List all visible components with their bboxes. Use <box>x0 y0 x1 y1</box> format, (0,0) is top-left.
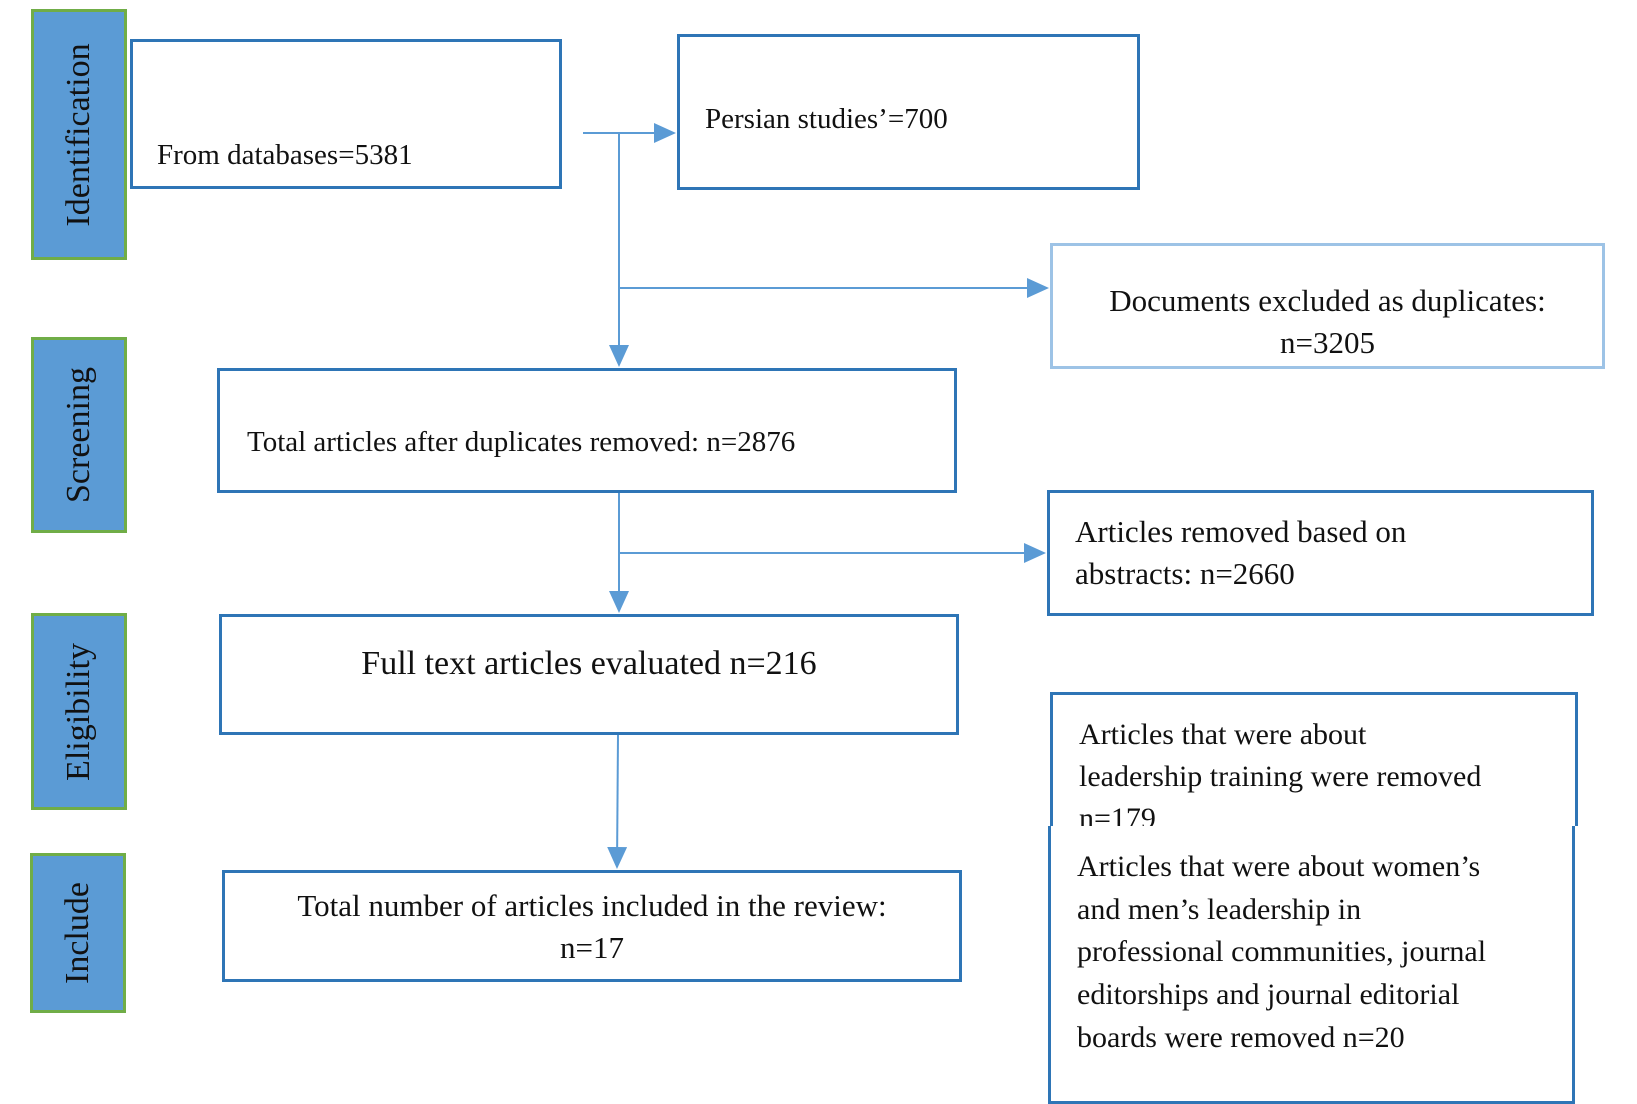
box-persian-studies: Persian studies’=700 <box>677 34 1140 190</box>
box-professional-line-2: and men’s leadership in <box>1077 893 1362 926</box>
box-included-line-2: n=17 <box>560 930 624 965</box>
box-included-review: Total number of articles included in the… <box>222 870 962 982</box>
box-professional-line-4: editorships and journal editorial <box>1077 978 1460 1011</box>
box-duplicates-excluded: Documents excluded as duplicates: n=3205 <box>1050 243 1605 369</box>
box-professional-line-5: boards were removed n=20 <box>1077 1021 1405 1054</box>
box-leadership-line-1: Articles that were about <box>1079 718 1367 751</box>
phase-include: Include <box>30 853 126 1013</box>
box-full-text-evaluated: Full text articles evaluated n=216 <box>219 614 959 735</box>
box-persian-studies-text: Persian studies’=700 <box>705 103 948 135</box>
box-databases-text: From databases=5381 <box>157 139 413 171</box>
box-leadership-line-2: leadership training were removed <box>1079 760 1482 793</box>
box-abstracts-line-2: abstracts: n=2660 <box>1075 556 1295 591</box>
arrow-eligibility-to-include <box>607 734 628 869</box>
box-professional-line-3: professional communities, journal <box>1077 935 1487 968</box>
box-after-duplicates-text: Total articles after duplicates removed:… <box>247 426 796 458</box>
phase-identification: Identification <box>31 9 127 260</box>
box-databases: From databases=5381 <box>130 39 562 189</box>
box-leadership-training: Articles that were about leadership trai… <box>1050 692 1578 835</box>
box-full-text-text: Full text articles evaluated n=216 <box>361 645 817 682</box>
box-included-line-1: Total number of articles included in the… <box>297 888 887 923</box>
phase-eligibility: Eligibility <box>31 613 127 810</box>
box-after-duplicates: Total articles after duplicates removed:… <box>217 368 957 493</box>
phase-screening: Screening <box>31 337 127 533</box>
box-abstracts-removed: Articles removed based on abstracts: n=2… <box>1047 490 1594 616</box>
box-duplicates-line-2: n=3205 <box>1280 325 1375 360</box>
box-abstracts-line-1: Articles removed based on <box>1075 514 1407 549</box>
box-duplicates-line-1: Documents excluded as duplicates: <box>1109 283 1546 318</box>
box-professional-line-1: Articles that were about women’s <box>1077 850 1481 883</box>
box-professional-communities: Articles that were about women’s and men… <box>1048 826 1575 1104</box>
